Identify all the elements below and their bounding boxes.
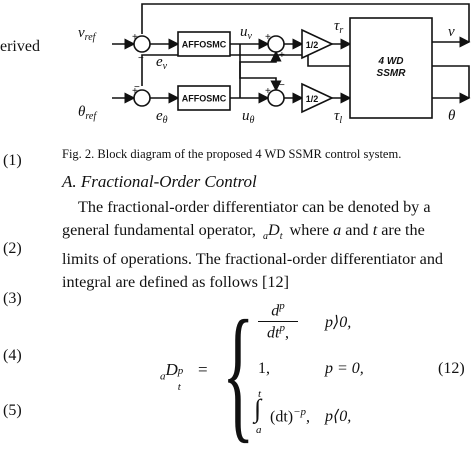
- margin-eq-number-1: (1): [3, 152, 22, 169]
- signal-e-theta: eθ: [156, 108, 168, 126]
- signal-v-ref: vref: [78, 25, 97, 43]
- sum-sign: +: [265, 86, 271, 97]
- sum-sign: +: [279, 50, 285, 61]
- figure-caption: Fig. 2. Block diagram of the proposed 4 …: [62, 147, 402, 161]
- half-gain-bottom-label: 1/2: [306, 94, 319, 104]
- signal-e-v: ev: [156, 54, 168, 72]
- signal-u-v: uv: [240, 24, 253, 42]
- section-heading: A. Fractional-Order Control: [62, 172, 257, 191]
- inline-operator: aDt: [263, 221, 283, 243]
- signal-u-theta: uθ: [242, 108, 255, 126]
- case1-condition: p⟩0,: [325, 314, 352, 331]
- integral-upper-limit: t: [258, 388, 262, 400]
- affosmc-top-label: AFFOSMC: [182, 40, 227, 50]
- case2-condition: p = 0,: [325, 360, 364, 377]
- signal-theta-ref: θref: [78, 104, 97, 122]
- sum-sign: −: [279, 80, 285, 91]
- body-paragraph: The fractional-order differentiator can …: [62, 196, 474, 294]
- paragraph-line: The fractional-order differentiator can …: [78, 198, 431, 216]
- half-gain-top-label: 1/2: [306, 40, 319, 50]
- margin-eq-number-4: (4): [3, 347, 22, 364]
- case1-fraction: dp dtp,: [258, 300, 298, 343]
- sum-sign: +: [132, 32, 138, 43]
- integral-sign: ∫: [254, 394, 262, 423]
- equation-number: (12): [438, 360, 465, 377]
- margin-eq-number-3: (3): [3, 290, 22, 307]
- sum-sign: −: [138, 53, 144, 64]
- margin-eq-number-5: (5): [3, 402, 22, 419]
- paragraph-line: limits of operations. The fractional-ord…: [62, 250, 444, 269]
- ssmr-label-line1: 4 WD: [378, 56, 404, 67]
- signal-tau-r: τr: [334, 18, 343, 36]
- case3-expression: (dt)−p,: [270, 406, 311, 426]
- margin-eq-number-2: (2): [3, 240, 22, 257]
- signal-v-out: v: [448, 24, 455, 40]
- margin-fragment-word: erived: [0, 38, 40, 55]
- signal-theta-out: θ: [448, 108, 456, 124]
- sum-sign: +: [132, 86, 138, 97]
- signal-tau-l: τl: [334, 108, 342, 126]
- affosmc-bottom-label: AFFOSMC: [182, 94, 227, 104]
- sum-sign: +: [265, 32, 271, 43]
- case3-condition: p⟨0,: [325, 408, 352, 425]
- sum-sign: −: [134, 82, 140, 93]
- cases-brace: {: [222, 290, 255, 456]
- paragraph-line: general fundamental operator, aDt where …: [62, 219, 474, 248]
- integral-lower-limit: a: [256, 424, 262, 436]
- paragraph-line: integral are defined as follows [12]: [62, 273, 289, 292]
- block-diagram: AFFOSMC AFFOSMC 1/2 1/2 4 WD SSMR + − + …: [78, 3, 471, 126]
- ssmr-label-line2: SSMR: [377, 68, 407, 79]
- case2-value: 1,: [258, 360, 270, 377]
